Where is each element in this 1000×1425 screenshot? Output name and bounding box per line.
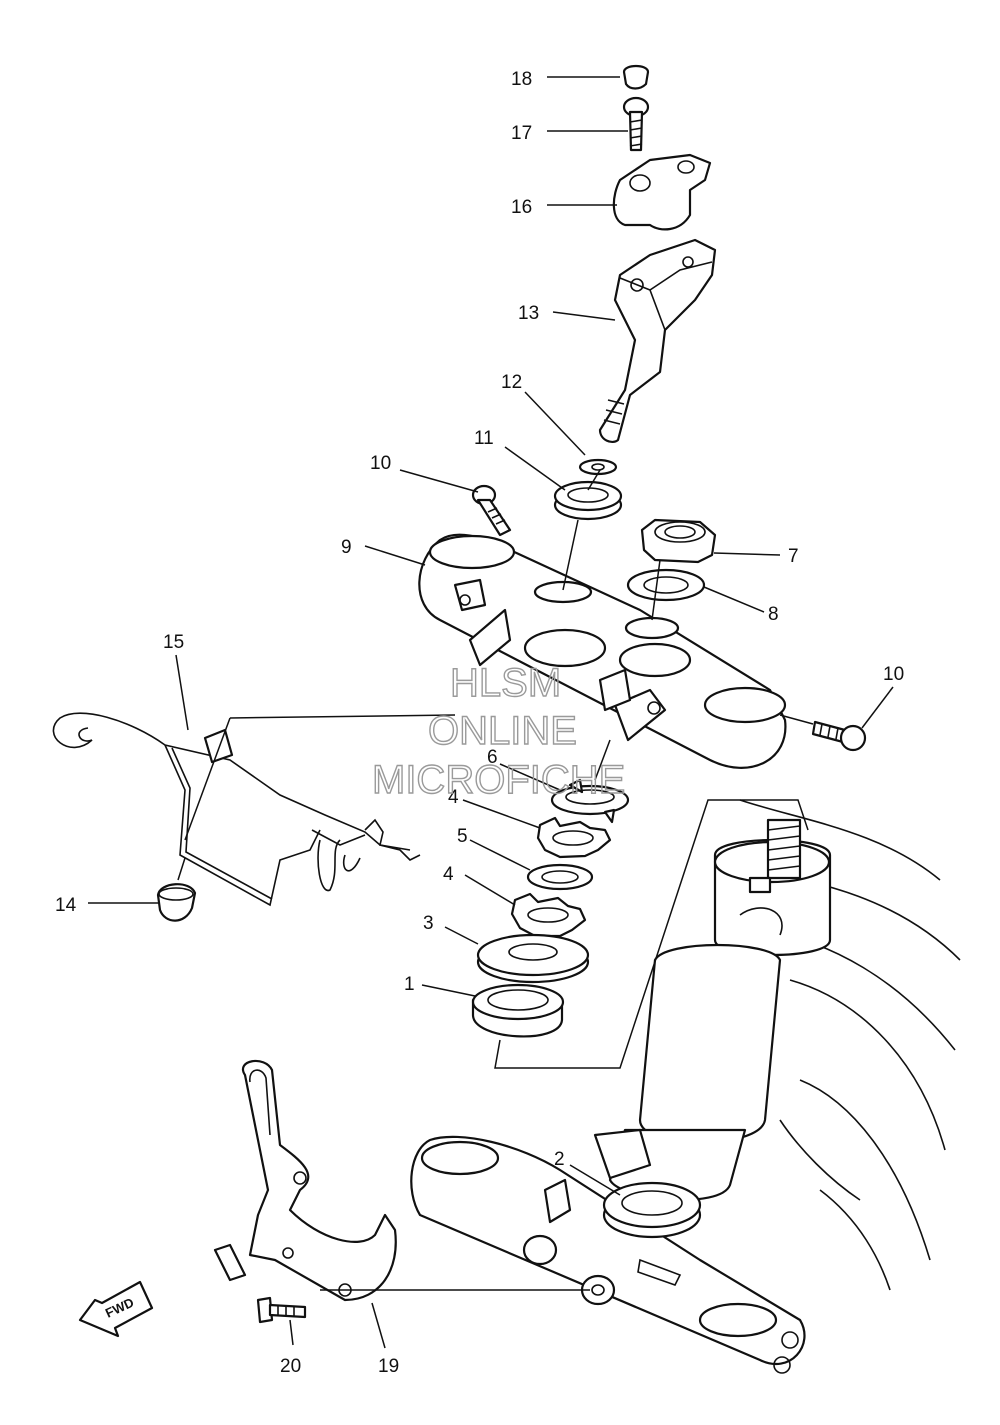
label-16: 16 bbox=[511, 197, 532, 218]
part-9-upper-bracket bbox=[418, 533, 787, 769]
label-2: 2 bbox=[554, 1149, 565, 1170]
label-3: 3 bbox=[423, 913, 434, 934]
label-6: 6 bbox=[487, 747, 498, 768]
part-1-bearing bbox=[471, 983, 565, 1038]
part-6-lock-washer bbox=[550, 778, 630, 824]
part-10-bolt-right bbox=[811, 720, 867, 752]
label-15: 15 bbox=[163, 632, 184, 653]
label-18: 18 bbox=[511, 69, 532, 90]
label-14: 14 bbox=[55, 895, 77, 916]
under-bracket bbox=[410, 1135, 806, 1374]
part-7-nut bbox=[640, 518, 717, 564]
watermark-line-1: HLSM bbox=[450, 661, 561, 705]
fwd-arrow-icon: FWD bbox=[78, 1280, 154, 1338]
label-8: 8 bbox=[768, 604, 779, 625]
label-4-lower: 4 bbox=[443, 864, 454, 885]
label-5: 5 bbox=[457, 826, 468, 847]
part-14-cap bbox=[156, 883, 197, 922]
label-1: 1 bbox=[404, 974, 415, 995]
part-4-ring-nut-upper bbox=[536, 816, 612, 859]
part-10-bolt-upper bbox=[471, 484, 512, 537]
part-20-bolt bbox=[256, 1296, 307, 1324]
part-2-bearing bbox=[602, 1181, 702, 1239]
part-16-upper-holder bbox=[612, 153, 712, 231]
label-13: 13 bbox=[518, 303, 539, 324]
part-5-washer bbox=[526, 863, 594, 891]
label-17: 17 bbox=[511, 123, 532, 144]
watermark: HLSM ONLINE MICROFICHE bbox=[371, 660, 626, 802]
label-19: 19 bbox=[378, 1356, 399, 1377]
label-4-upper: 4 bbox=[448, 787, 459, 808]
part-17-bolt bbox=[622, 96, 650, 152]
watermark-line-2: ONLINE bbox=[428, 709, 577, 753]
label-10-upper: 10 bbox=[370, 453, 391, 474]
label-11: 11 bbox=[474, 428, 494, 449]
part-labels: 18 17 16 13 12 11 10 9 7 8 10 15 14 6 4 … bbox=[55, 69, 904, 1377]
part-4-ring-nut-lower bbox=[510, 892, 587, 938]
label-7: 7 bbox=[788, 546, 799, 567]
part-8-washer bbox=[626, 568, 706, 602]
part-18-cap bbox=[622, 64, 650, 90]
leader-lines bbox=[88, 76, 894, 1349]
part-3-cover bbox=[476, 933, 590, 984]
part-11-oil-seal bbox=[553, 480, 623, 521]
part-13-handlebar-holder bbox=[598, 238, 717, 444]
part-19-bracket bbox=[213, 1059, 397, 1302]
label-20: 20 bbox=[280, 1356, 301, 1377]
part-15-wire-harness bbox=[52, 712, 421, 907]
assembly-lines bbox=[177, 469, 814, 1291]
label-10-right: 10 bbox=[883, 664, 904, 685]
watermark-line-3: MICROFICHE bbox=[372, 758, 625, 802]
label-12: 12 bbox=[501, 372, 522, 393]
label-9: 9 bbox=[341, 537, 352, 558]
